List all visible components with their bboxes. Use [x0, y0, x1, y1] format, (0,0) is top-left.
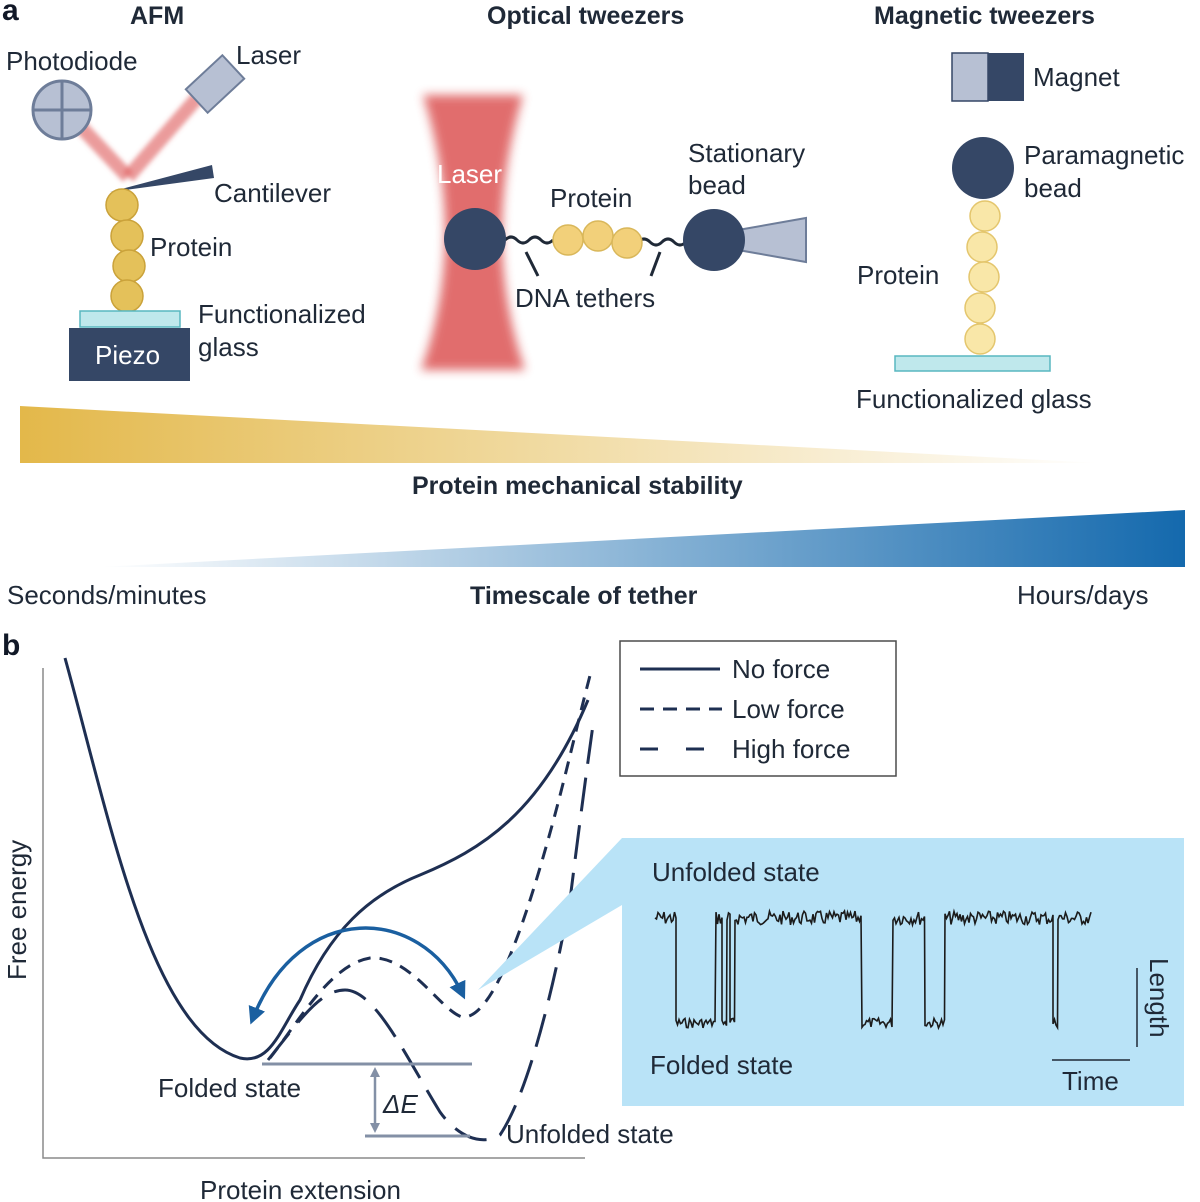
photodiode-icon — [31, 79, 93, 141]
magnetic-protein-label: Protein — [857, 260, 939, 290]
trace-folded-label: Folded state — [650, 1050, 793, 1080]
optical-title: Optical tweezers — [487, 2, 684, 30]
energy-plot-axes — [42, 668, 585, 1159]
timescale-left-label: Seconds/minutes — [7, 580, 206, 610]
stationary-bead-label-line1: Stationary — [688, 138, 805, 168]
dna-tether-right — [636, 237, 688, 247]
panel-b-letter: b — [2, 629, 20, 662]
magnetic-glass-label: Functionalized glass — [856, 384, 1092, 414]
transition-arrow — [248, 926, 466, 1025]
optical-laser-label: Laser — [437, 159, 502, 189]
timescale-center-label: Timescale of tether — [470, 582, 698, 610]
magnetic-tweezers-diagram: Magnetic tweezers Magnet Paramagnetic be… — [856, 2, 1184, 414]
photodiode-label: Photodiode — [6, 46, 138, 76]
timescale-right-label: Hours/days — [1017, 580, 1149, 610]
cantilever-icon — [110, 165, 214, 192]
trace-unfolded-label: Unfolded state — [652, 857, 820, 887]
stationary-bead — [683, 209, 745, 271]
paramagnetic-bead — [952, 137, 1014, 199]
piezo-block — [69, 328, 190, 381]
afm-diagram: AFM Photodiode Laser Cantilever Protein … — [6, 2, 366, 381]
magnet-north — [988, 53, 1024, 101]
magnet-south — [951, 52, 989, 102]
afm-protein-label: Protein — [150, 232, 232, 262]
afm-laser-icon — [184, 53, 246, 115]
magnetic-functionalized-glass — [894, 355, 1051, 372]
stability-label: Protein mechanical stability — [412, 472, 743, 500]
afm-laser-beam-in — [122, 92, 204, 182]
optical-protein-label: Protein — [550, 183, 632, 213]
folded-state-label: Folded state — [158, 1073, 301, 1103]
timescale-wedge — [100, 510, 1185, 567]
dna-tether-pointer-right — [649, 251, 662, 277]
stationary-bead-label-line2: bead — [688, 170, 746, 200]
legend-label-no-force: No force — [732, 654, 830, 684]
trace-callout — [478, 838, 622, 990]
length-scale-label: Length — [1144, 958, 1174, 1038]
optical-trapped-bead — [444, 208, 506, 270]
cantilever-label: Cantilever — [214, 178, 331, 208]
panel-a-letter: a — [2, 0, 19, 27]
afm-protein-chain — [105, 188, 146, 313]
optical-protein — [552, 220, 643, 259]
x-axis-label: Protein extension — [200, 1175, 401, 1202]
dna-tethers-label: DNA tethers — [515, 283, 655, 313]
dna-tether-left — [503, 235, 555, 245]
afm-glass-label-line2: glass — [198, 332, 259, 362]
magnet-label: Magnet — [1033, 62, 1120, 92]
unfolded-state-label: Unfolded state — [506, 1119, 674, 1149]
magnetic-title: Magnetic tweezers — [874, 2, 1095, 30]
paramagnetic-bead-label-line2: bead — [1024, 173, 1082, 203]
delta-e-label: ΔE — [382, 1089, 418, 1119]
optical-tweezers-diagram: Optical tweezers Laser Protein Stationar… — [421, 2, 807, 370]
afm-glass-label-line1: Functionalized — [198, 299, 366, 329]
afm-laser-label: Laser — [236, 40, 301, 70]
legend: No force Low force High force — [619, 640, 897, 777]
afm-functionalized-glass — [79, 310, 181, 328]
stability-wedge — [20, 406, 1100, 463]
time-scale-label: Time — [1062, 1066, 1119, 1096]
paramagnetic-bead-label-line1: Paramagnetic — [1024, 140, 1184, 170]
curve-no-force — [63, 657, 590, 1061]
y-axis-label: Free energy — [2, 840, 32, 980]
curve-low-force — [268, 667, 594, 1059]
legend-label-low-force: Low force — [732, 694, 845, 724]
afm-title: AFM — [130, 2, 184, 30]
piezo-label: Piezo — [95, 340, 160, 370]
micropipette-icon — [737, 216, 807, 264]
length-trace — [654, 908, 1092, 1031]
legend-label-high-force: High force — [732, 734, 851, 764]
dna-tether-pointer-left — [524, 251, 540, 277]
magnetic-protein-chain — [964, 200, 1001, 355]
trace-inset: Unfolded state Folded state Length Time — [622, 838, 1184, 1106]
